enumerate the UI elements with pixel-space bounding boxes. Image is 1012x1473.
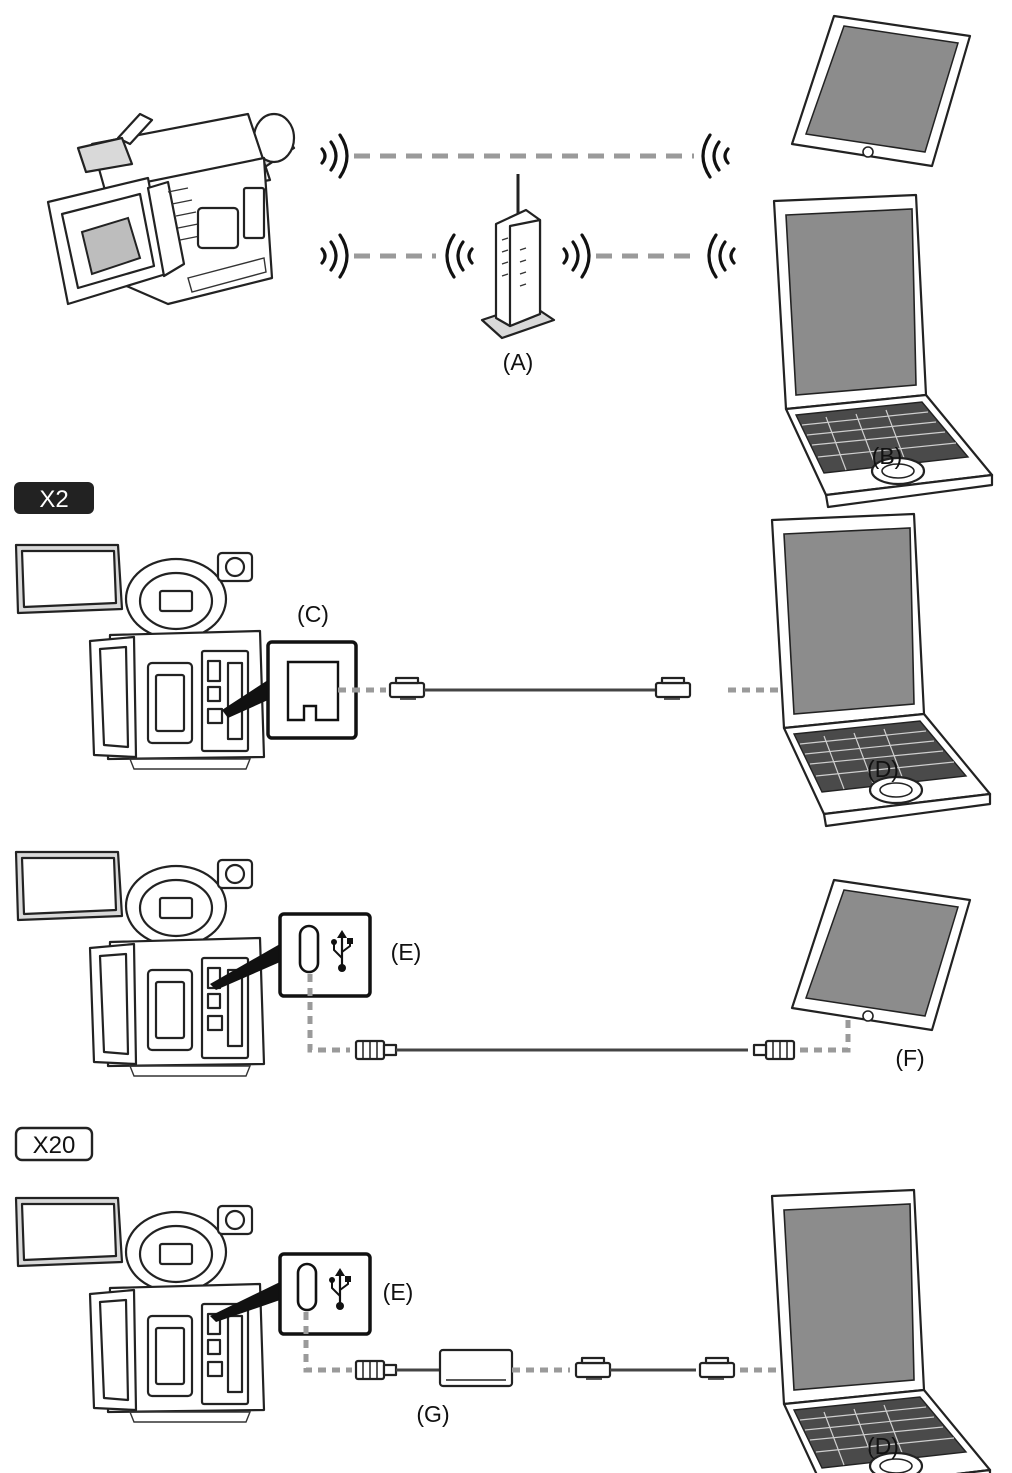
model-badge-x20: X20 bbox=[14, 1126, 94, 1162]
wifi-link-direct bbox=[320, 133, 730, 179]
wifi-link-via-router bbox=[320, 233, 736, 279]
label-a: (A) bbox=[503, 349, 534, 375]
label-c: (C) bbox=[297, 601, 329, 627]
svg-text:X20: X20 bbox=[33, 1132, 76, 1159]
usb-port-icon bbox=[210, 912, 372, 998]
lan-port-icon bbox=[222, 640, 358, 740]
usb-lan-adapter-icon bbox=[438, 1348, 514, 1388]
model-badge-x2: X2 bbox=[14, 482, 94, 514]
usb-lan-adapter-cable bbox=[303, 1312, 784, 1388]
label-d: (D) bbox=[867, 756, 899, 782]
tablet-icon bbox=[790, 878, 972, 1032]
tablet-icon bbox=[790, 14, 972, 168]
label-e: (E) bbox=[391, 939, 422, 965]
label-b: (B) bbox=[872, 443, 903, 469]
lan-cable bbox=[338, 676, 778, 701]
label-g: (G) bbox=[416, 1401, 449, 1427]
label-f: (F) bbox=[895, 1045, 924, 1071]
usb-port-icon bbox=[210, 1252, 372, 1336]
camcorder-rear-usb bbox=[14, 850, 266, 1078]
usb-cable bbox=[307, 974, 851, 1061]
svg-text:X2: X2 bbox=[39, 486, 68, 513]
wifi-router-icon bbox=[480, 172, 556, 340]
camcorder-rear-lan bbox=[14, 543, 266, 771]
label-e-2: (E) bbox=[383, 1279, 414, 1305]
camcorder-front bbox=[46, 112, 296, 306]
laptop-icon bbox=[770, 1188, 992, 1473]
label-d-2: (D) bbox=[867, 1433, 899, 1459]
